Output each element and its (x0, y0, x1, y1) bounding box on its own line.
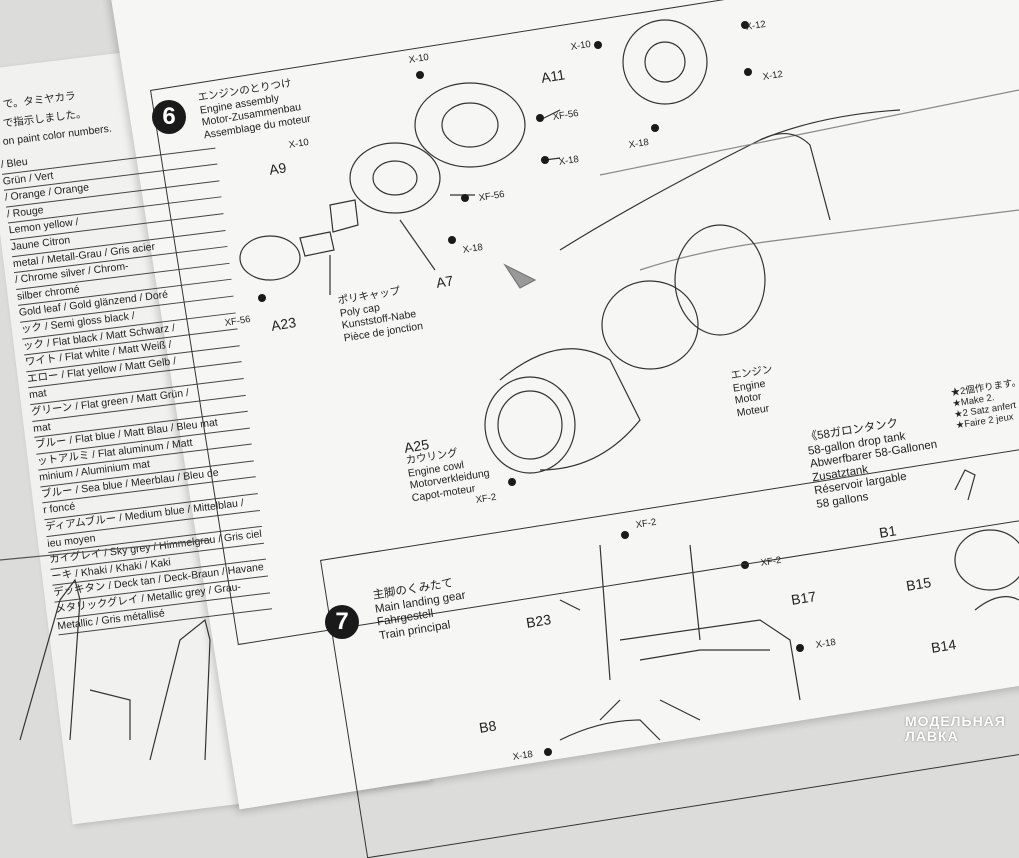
step7-number: 7 (325, 605, 359, 639)
watermark-line2: ЛАВКА (905, 728, 959, 744)
watermark-logo: МОДЕЛЬНАЯ ЛАВКА (905, 714, 1006, 744)
part-a7: A7 (435, 272, 455, 291)
part-b8: B8 (478, 717, 498, 736)
engine-label: エンジン Engine Motor Moteur (730, 363, 779, 419)
step6-number: 6 (152, 100, 186, 134)
part-a9: A9 (268, 159, 288, 178)
watermark-line1: МОДЕЛЬНАЯ (905, 713, 1006, 729)
part-b1: B1 (878, 522, 898, 541)
